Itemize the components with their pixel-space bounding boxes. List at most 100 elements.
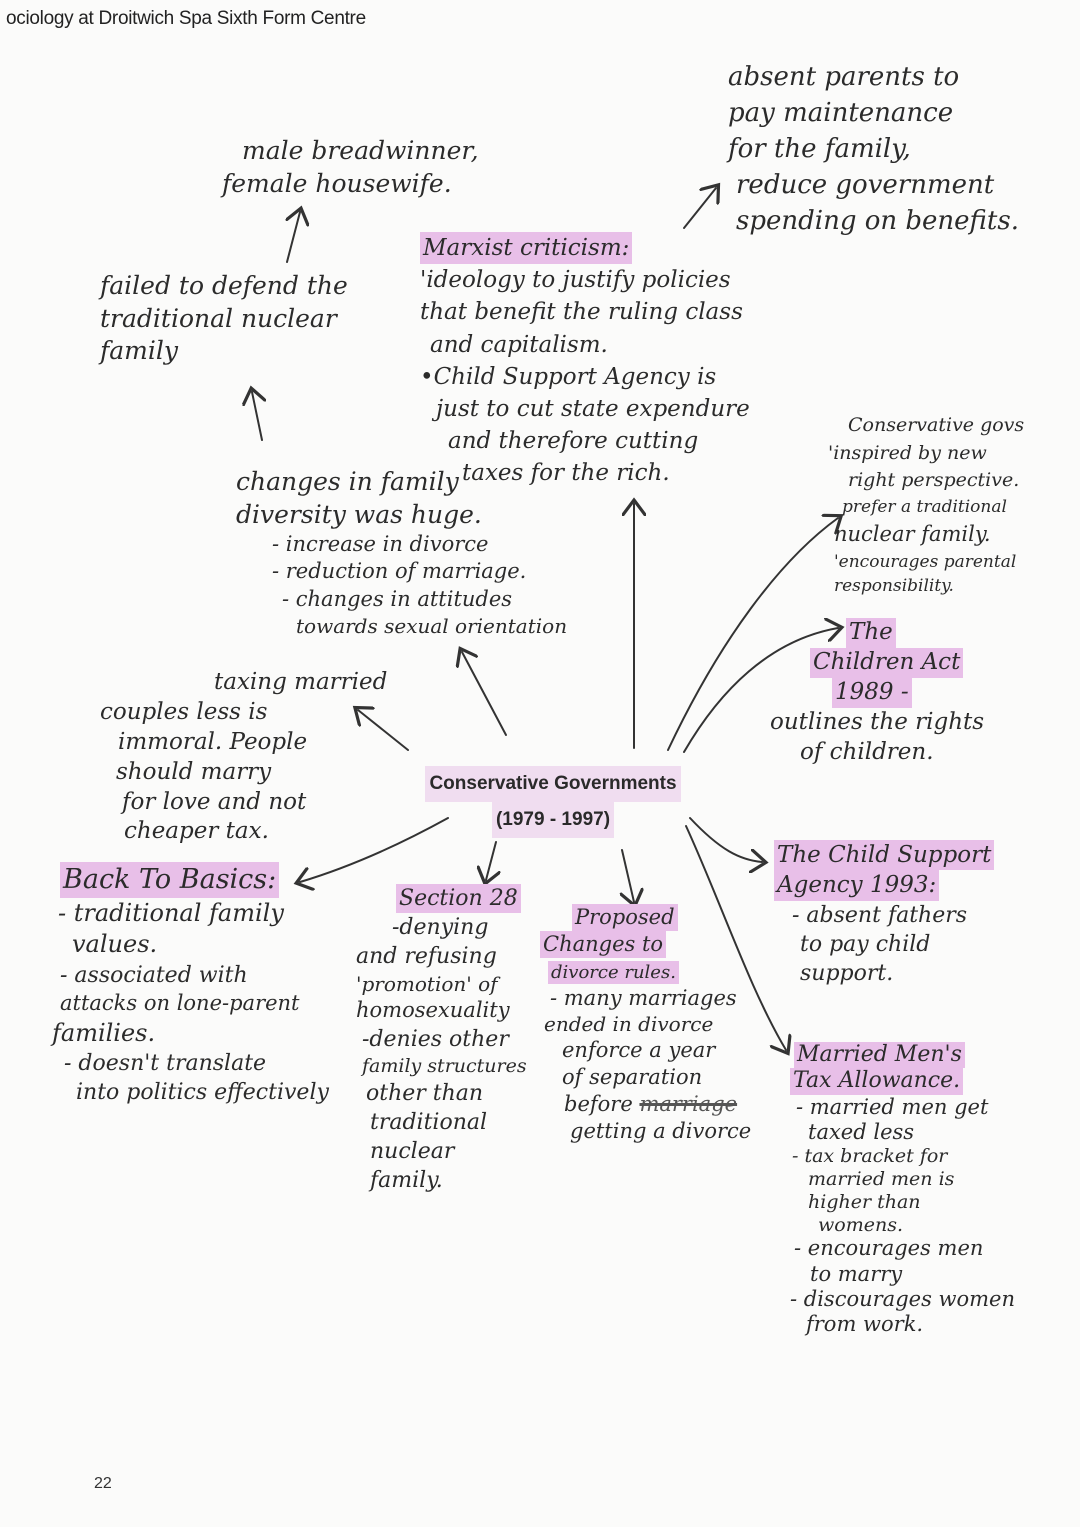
note-line: - discourages women	[790, 1286, 1016, 1311]
note-line: getting a divorce	[570, 1118, 752, 1143]
note-line: pay maintenance	[728, 97, 954, 128]
proposed-heading: Changes to	[540, 930, 667, 958]
note-line: of separation	[562, 1064, 703, 1089]
section-28-heading: Section 28	[396, 884, 521, 914]
note-line: taxing married	[214, 669, 388, 695]
note-line: •Child Support Agency is	[420, 363, 717, 390]
children-act-heading: Children Act	[810, 647, 964, 678]
children-act-year: 1989 -	[832, 677, 912, 708]
note-line: absent parents to	[728, 62, 960, 92]
note-line: traditional nuclear	[100, 303, 337, 333]
note-line: from work.	[806, 1311, 924, 1336]
struck-word: marriage	[639, 1091, 738, 1116]
note-line: Conservative govs	[848, 414, 1025, 436]
note-line: 'promotion' of	[356, 972, 498, 997]
note-line: -denying	[392, 915, 489, 941]
note-line: taxed less	[808, 1119, 915, 1144]
note-tax-allowance: Married Men's Tax Allowance. - married m…	[790, 1042, 1015, 1337]
note-line: to pay child	[800, 931, 931, 957]
note-line: 'encourages parental	[834, 551, 1017, 572]
note-line: traditional	[370, 1110, 488, 1136]
note-line: family structures	[362, 1055, 527, 1078]
note-family-diversity: changes in family diversity was huge. - …	[236, 466, 567, 639]
central-title: Conservative Governments	[425, 766, 681, 803]
note-line: responsibility.	[834, 576, 954, 597]
note-line: taxes for the rich.	[462, 460, 670, 487]
note-line: 'inspired by new	[828, 441, 987, 464]
note-line: married men is	[808, 1167, 955, 1190]
arrow-to-male-breadwinner	[287, 212, 300, 263]
note-child-support-agency: The Child Support Agency 1993: - absent …	[774, 840, 995, 988]
note-word: before	[564, 1091, 633, 1116]
note-male-breadwinner: male breadwinner, female housewife.	[222, 134, 479, 200]
note-conservative-govs: Conservative govs 'inspired by new right…	[828, 412, 1024, 599]
note-taxing-married: taxing married couples less is immoral. …	[100, 668, 387, 847]
note-line: - traditional family	[58, 898, 284, 927]
note-line: just to cut state expendure	[436, 395, 750, 422]
note-back-to-basics: Back To Basics: - traditional family val…	[52, 862, 329, 1107]
note-line: that benefit the ruling class	[420, 299, 743, 326]
page-header: ociology at Droitwich Spa Sixth Form Cen…	[6, 8, 366, 29]
csa-heading: The Child Support	[774, 840, 995, 871]
note-line: family.	[370, 1168, 443, 1194]
note-line: higher than	[808, 1190, 921, 1213]
note-line: ended in divorce	[544, 1011, 714, 1036]
note-line: immoral. People	[118, 728, 308, 755]
note-line: - tax bracket for	[792, 1145, 948, 1168]
note-line: of children.	[800, 738, 934, 765]
note-line: cheaper tax.	[124, 818, 269, 845]
note-line: prefer a traditional	[842, 496, 1007, 517]
note-line: - absent fathers	[792, 902, 968, 928]
note-line: nuclear family.	[834, 522, 991, 547]
note-line: outlines the rights	[770, 708, 985, 735]
note-line: support.	[800, 960, 894, 986]
arrow-to-taxing	[358, 710, 409, 751]
note-line: family	[100, 336, 178, 365]
note-line: nuclear	[370, 1139, 455, 1165]
note-line: failed to defend the	[100, 271, 348, 300]
arrow-to-absent-parents	[683, 188, 716, 229]
note-line: couples less is	[100, 698, 268, 725]
note-line: should marry	[116, 758, 272, 785]
note-line: womens.	[818, 1213, 903, 1236]
page-number: 22	[94, 1475, 112, 1492]
note-line: reduce government	[736, 169, 995, 200]
arrow-to-section28	[486, 841, 496, 880]
arrow-to-back-to-basics	[300, 817, 449, 882]
note-line: values.	[72, 930, 158, 959]
arrow-to-conservative-govs	[667, 518, 838, 751]
csa-heading: Agency 1993:	[774, 870, 940, 901]
note-line: and therefore cutting	[448, 428, 699, 455]
note-bullet: - increase in divorce	[272, 532, 489, 556]
central-topic: Conservative Governments (1979 - 1997)	[408, 766, 698, 839]
arrow-to-failed-defend	[252, 392, 262, 441]
arrow-to-tax-allowance	[685, 825, 786, 1050]
note-line: 'ideology to justify policies	[420, 267, 731, 294]
note-line: male breadwinner,	[242, 136, 479, 165]
note-proposed-changes: Proposed Changes to divorce rules. - man…	[540, 904, 751, 1145]
arrow-to-proposed	[622, 849, 634, 902]
note-line: - associated with	[60, 962, 248, 988]
note-line: to marry	[810, 1261, 903, 1286]
marxist-heading: Marxist criticism:	[420, 232, 633, 265]
note-line: homosexuality	[356, 998, 510, 1023]
arrow-to-children-act	[683, 628, 838, 753]
note-failed-defend: failed to defend the traditional nuclear…	[100, 270, 348, 368]
tax-allowance-heading: Married Men's	[794, 1042, 965, 1069]
note-line: - encourages men	[794, 1236, 984, 1261]
note-line: - doesn't translate	[64, 1051, 267, 1077]
note-line: for the family,	[728, 133, 911, 164]
note-line: attacks on lone-parent	[60, 991, 300, 1015]
arrow-to-diversity	[462, 652, 507, 736]
arrow-to-csa	[689, 817, 762, 862]
note-line: - married men get	[796, 1094, 989, 1119]
note-children-act: The Children Act 1989 - outlines the rig…	[770, 618, 984, 767]
proposed-heading: Proposed	[572, 904, 678, 931]
note-section-28: Section 28 -denying and refusing 'promot…	[356, 884, 527, 1195]
note-line: diversity was huge.	[236, 499, 482, 529]
proposed-heading: divorce rules.	[548, 960, 679, 984]
note-line: into politics effectively	[76, 1080, 329, 1106]
note-bullet: - changes in attitudes	[282, 586, 513, 611]
